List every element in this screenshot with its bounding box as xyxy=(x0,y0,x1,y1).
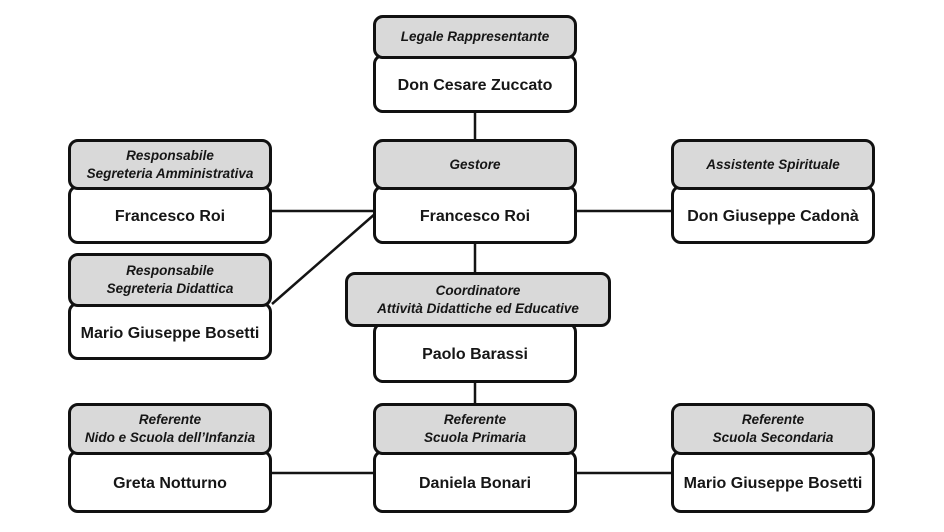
org-node-coordinatore: Paolo Barassi Coordinatore Attività Dida… xyxy=(345,272,611,383)
node-person-panel: Francesco Roi xyxy=(68,185,272,244)
role-title-line2: Nido e Scuola dell’Infanzia xyxy=(84,430,256,445)
role-title-line2: Scuola Primaria xyxy=(423,430,527,445)
node-person-panel: Don Giuseppe Cadonà xyxy=(671,185,875,244)
org-node-referente-secondaria: Mario Giuseppe Bosetti Referente Scuola … xyxy=(671,403,875,513)
node-person-panel: Francesco Roi xyxy=(373,185,577,244)
person-name: Mario Giuseppe Bosetti xyxy=(80,324,260,342)
role-title: Referente xyxy=(741,412,805,428)
role-title-line2: Attività Didattiche ed Educative xyxy=(377,300,579,316)
org-node-resp-segreteria-didattica: Mario Giuseppe Bosetti Responsabile Segr… xyxy=(68,253,272,360)
node-title-panel: Gestore xyxy=(373,139,577,190)
node-title-panel: Coordinatore Attività Didattiche ed Educ… xyxy=(345,272,611,327)
org-node-referente-infanzia: Greta Notturno Referente Nido e Scuola d… xyxy=(68,403,272,513)
node-person-panel: Greta Notturno xyxy=(68,450,272,513)
role-title-line2: Scuola Secondaria xyxy=(712,430,834,445)
org-node-assistente-spirituale: Don Giuseppe Cadonà Assistente Spiritual… xyxy=(671,139,875,244)
role-title-line2: Segreteria Amministrativa xyxy=(86,165,254,181)
role-title: Coordinatore xyxy=(435,282,521,298)
role-title: Responsabile xyxy=(126,263,214,279)
node-title-panel: Responsabile Segreteria Amministrativa xyxy=(68,139,272,190)
role-title: Legale Rappresentante xyxy=(400,29,550,45)
person-name: Francesco Roi xyxy=(114,208,226,225)
role-title: Referente xyxy=(443,412,507,428)
role-title: Referente xyxy=(138,412,202,428)
node-person-panel: Don Cesare Zuccato xyxy=(373,54,577,113)
node-title-panel: Referente Scuola Secondaria xyxy=(671,403,875,455)
role-title: Gestore xyxy=(449,156,501,172)
person-name: Greta Notturno xyxy=(113,475,227,492)
node-title-panel: Assistente Spirituale xyxy=(671,139,875,190)
org-node-legale-rappresentante: Don Cesare Zuccato Legale Rappresentante xyxy=(373,15,577,113)
connector-didattica-gestore xyxy=(271,212,377,305)
person-name: Daniela Bonari xyxy=(418,475,532,492)
org-node-referente-primaria: Daniela Bonari Referente Scuola Primaria xyxy=(373,403,577,513)
org-node-resp-segreteria-amministrativa: Francesco Roi Responsabile Segreteria Am… xyxy=(68,139,272,244)
person-name: Paolo Barassi xyxy=(422,346,528,363)
person-name: Mario Giuseppe Bosetti xyxy=(683,475,863,492)
person-name: Don Cesare Zuccato xyxy=(397,77,553,94)
node-title-panel: Referente Nido e Scuola dell’Infanzia xyxy=(68,403,272,455)
role-title-line2: Segreteria Didattica xyxy=(106,281,234,296)
node-person-panel: Daniela Bonari xyxy=(373,450,577,513)
org-node-gestore: Francesco Roi Gestore xyxy=(373,139,577,244)
person-name: Don Giuseppe Cadonà xyxy=(687,208,859,225)
node-person-panel: Paolo Barassi xyxy=(373,322,577,383)
node-title-panel: Legale Rappresentante xyxy=(373,15,577,59)
person-name: Francesco Roi xyxy=(419,208,531,225)
role-title: Responsabile xyxy=(126,147,214,163)
node-title-panel: Responsabile Segreteria Didattica xyxy=(68,253,272,307)
node-person-panel: Mario Giuseppe Bosetti xyxy=(68,302,272,360)
role-title: Assistente Spirituale xyxy=(706,156,840,172)
node-title-panel: Referente Scuola Primaria xyxy=(373,403,577,455)
node-person-panel: Mario Giuseppe Bosetti xyxy=(671,450,875,513)
